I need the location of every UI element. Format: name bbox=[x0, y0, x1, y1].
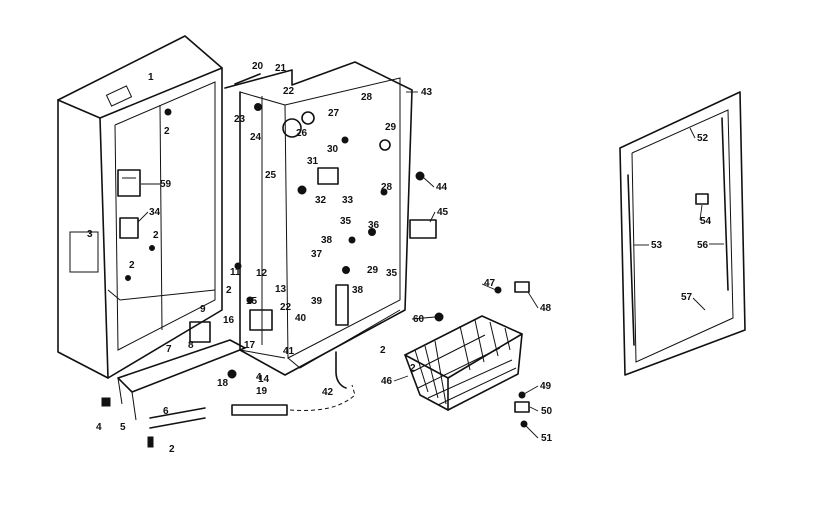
callout-30: 30 bbox=[327, 144, 339, 155]
basket-46 bbox=[404, 315, 523, 411]
callout-29: 29 bbox=[367, 265, 379, 276]
callout-1: 1 bbox=[148, 72, 154, 83]
callout-41: 41 bbox=[283, 346, 295, 357]
drain-hose-42 bbox=[335, 351, 347, 389]
callout-13: 13 bbox=[275, 284, 287, 295]
callout-38: 38 bbox=[321, 235, 333, 246]
callout-25: 25 bbox=[265, 170, 277, 181]
callout-33: 33 bbox=[342, 195, 354, 206]
drain-tube-19 bbox=[149, 384, 356, 429]
callout-49: 49 bbox=[540, 381, 552, 392]
callout-3: 3 bbox=[87, 229, 93, 240]
callout-53: 53 bbox=[651, 240, 663, 251]
door-gasket-frame bbox=[619, 91, 746, 376]
callout-60: 60 bbox=[413, 314, 425, 325]
callout-48: 48 bbox=[540, 303, 552, 314]
control-components bbox=[189, 73, 437, 343]
bottom-rail bbox=[117, 339, 246, 421]
callout-29: 29 bbox=[385, 122, 397, 133]
callout-42: 42 bbox=[322, 387, 334, 398]
callout-59: 59 bbox=[160, 179, 172, 190]
bracket-34 bbox=[119, 217, 139, 239]
callout-9: 9 bbox=[200, 304, 206, 315]
callout-27: 27 bbox=[328, 108, 340, 119]
callout-47: 47 bbox=[484, 278, 496, 289]
callout-16: 16 bbox=[223, 315, 235, 326]
callout-11: 11 bbox=[230, 267, 241, 278]
cabinet-shell bbox=[57, 35, 223, 379]
callout-17: 17 bbox=[244, 340, 256, 351]
callout-7: 7 bbox=[166, 344, 172, 355]
callout-4: 4 bbox=[256, 372, 262, 383]
callout-54: 54 bbox=[700, 216, 712, 227]
callout-2: 2 bbox=[410, 363, 416, 374]
callout-32: 32 bbox=[315, 195, 327, 206]
callout-19: 19 bbox=[256, 386, 268, 397]
callout-35: 35 bbox=[340, 216, 352, 227]
leader-lines bbox=[137, 91, 724, 439]
callout-51: 51 bbox=[541, 433, 553, 444]
callout-44: 44 bbox=[436, 182, 448, 193]
callout-labels: 1 2 2 2 2 2 2 2 3 4 4 5 6 7 8 9 11 12 13… bbox=[87, 61, 712, 455]
callout-2: 2 bbox=[380, 345, 386, 356]
callout-57: 57 bbox=[681, 292, 693, 303]
callout-20: 20 bbox=[252, 61, 264, 72]
fasteners-bottom bbox=[101, 369, 237, 448]
liner-panel bbox=[224, 61, 413, 376]
callout-24: 24 bbox=[250, 132, 262, 143]
callout-40: 40 bbox=[295, 313, 307, 324]
callout-46: 46 bbox=[381, 376, 393, 387]
callout-6: 6 bbox=[163, 406, 169, 417]
callout-45: 45 bbox=[437, 207, 449, 218]
callout-34: 34 bbox=[149, 207, 161, 218]
callout-15: 15 bbox=[246, 296, 258, 307]
callout-8: 8 bbox=[188, 340, 194, 351]
callout-2: 2 bbox=[169, 444, 175, 455]
callout-28: 28 bbox=[361, 92, 373, 103]
callout-2: 2 bbox=[129, 260, 135, 271]
basket-hardware bbox=[434, 281, 530, 428]
callout-2: 2 bbox=[153, 230, 159, 241]
callout-21: 21 bbox=[275, 63, 287, 74]
bracket-59 bbox=[117, 169, 141, 197]
callout-5: 5 bbox=[120, 422, 126, 433]
callout-2: 2 bbox=[226, 285, 232, 296]
callout-18: 18 bbox=[217, 378, 229, 389]
callout-38: 38 bbox=[352, 285, 364, 296]
callout-23: 23 bbox=[234, 114, 246, 125]
callout-39: 39 bbox=[311, 296, 323, 307]
callout-2: 2 bbox=[164, 126, 170, 137]
callout-35: 35 bbox=[386, 268, 398, 279]
callout-26: 26 bbox=[296, 128, 308, 139]
screws-left bbox=[125, 108, 172, 281]
callout-28: 28 bbox=[381, 182, 393, 193]
callout-56: 56 bbox=[697, 240, 709, 251]
callout-43: 43 bbox=[421, 87, 433, 98]
callout-14: 14 bbox=[258, 374, 270, 385]
callout-4: 4 bbox=[96, 422, 102, 433]
callout-12: 12 bbox=[256, 268, 268, 279]
callout-52: 52 bbox=[697, 133, 709, 144]
callout-22: 22 bbox=[283, 86, 295, 97]
callout-37: 37 bbox=[311, 249, 323, 260]
callout-22: 22 bbox=[280, 302, 292, 313]
callout-50: 50 bbox=[541, 406, 553, 417]
callout-36: 36 bbox=[368, 220, 380, 231]
callout-31: 31 bbox=[307, 156, 319, 167]
